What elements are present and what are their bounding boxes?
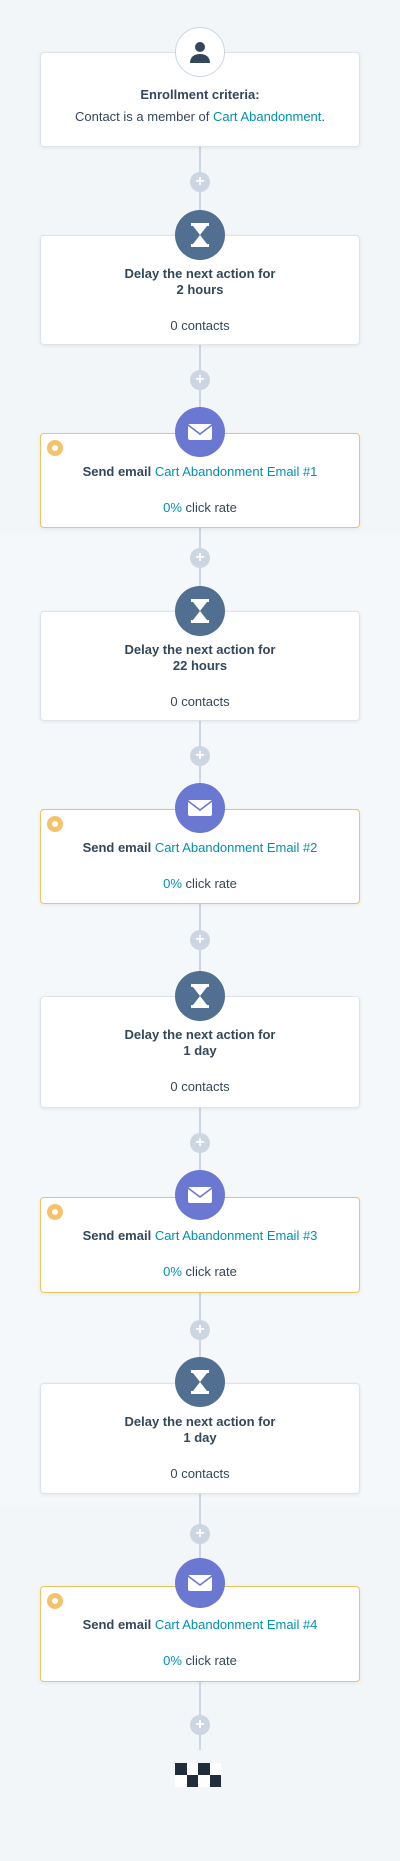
delay-title: Delay the next action for (124, 266, 276, 281)
person-icon (175, 27, 225, 77)
send-email-title: Send email Cart Abandonment Email #4 (41, 1587, 359, 1633)
email-click-rate: 0% click rate (41, 1653, 359, 1668)
hourglass-icon (175, 971, 225, 1021)
add-action-button[interactable]: + (190, 746, 210, 766)
add-action-button[interactable]: + (190, 930, 210, 950)
hourglass-icon (175, 1357, 225, 1407)
add-action-button[interactable]: + (190, 172, 210, 192)
click-rate-value: 0% (163, 500, 182, 515)
enrollment-title: Enrollment criteria: (140, 87, 260, 102)
add-action-button[interactable]: + (190, 370, 210, 390)
warning-dot-icon (47, 440, 63, 456)
delay-title: Delay the next action for (124, 1414, 276, 1429)
delay-duration: 22 hours (172, 658, 228, 673)
delay-contacts-count: 0 contacts (170, 1079, 230, 1094)
add-action-button[interactable]: + (190, 548, 210, 568)
delay-contacts-count: 0 contacts (170, 318, 230, 333)
delay-title: Delay the next action for (124, 642, 276, 657)
enrollment-prefix: Contact is a member of (74, 109, 213, 124)
hourglass-icon (175, 210, 225, 260)
add-action-button[interactable]: + (190, 1320, 210, 1340)
delay-step-card[interactable]: Delay the next action for 22 hours 0 con… (40, 611, 360, 721)
enrollment-suffix: . (321, 109, 326, 124)
warning-dot-icon (47, 1593, 63, 1609)
enrollment-list-link[interactable]: Cart Abandonment (212, 109, 322, 124)
add-action-button[interactable]: + (190, 1715, 210, 1735)
click-rate-value: 0% (163, 1653, 182, 1668)
send-email-step-card[interactable]: Send email Cart Abandonment Email #4 0% … (40, 1586, 360, 1682)
warning-dot-icon (47, 1204, 63, 1220)
checkered-flag-icon (175, 1763, 221, 1787)
add-action-button[interactable]: + (190, 1524, 210, 1544)
send-email-title: Send email Cart Abandonment Email #2 (41, 810, 359, 856)
delay-title: Delay the next action for (124, 1027, 276, 1042)
send-email-title: Send email Cart Abandonment Email #3 (41, 1198, 359, 1244)
click-rate-label: click rate (181, 500, 237, 515)
send-email-prefix: Send email (82, 840, 155, 855)
email-click-rate: 0% click rate (41, 500, 359, 515)
email-name-link[interactable]: Cart Abandonment Email #2 (154, 840, 318, 855)
envelope-icon (175, 783, 225, 833)
warning-dot-icon (47, 816, 63, 832)
workflow-connector-line (199, 60, 201, 1750)
delay-duration: 2 hours (176, 282, 224, 297)
click-rate-label: click rate (181, 876, 237, 891)
send-email-prefix: Send email (82, 464, 155, 479)
email-name-link[interactable]: Cart Abandonment Email #4 (154, 1617, 318, 1632)
delay-duration: 1 day (183, 1430, 217, 1445)
envelope-icon (175, 1558, 225, 1608)
hourglass-icon (175, 586, 225, 636)
delay-contacts-count: 0 contacts (170, 1466, 230, 1481)
click-rate-value: 0% (163, 1264, 182, 1279)
email-click-rate: 0% click rate (41, 876, 359, 891)
email-name-link[interactable]: Cart Abandonment Email #3 (154, 1228, 318, 1243)
email-name-link[interactable]: Cart Abandonment Email #1 (154, 464, 318, 479)
send-email-step-card[interactable]: Send email Cart Abandonment Email #3 0% … (40, 1197, 360, 1293)
click-rate-value: 0% (163, 876, 182, 891)
delay-duration: 1 day (183, 1043, 217, 1058)
enrollment-description: Contact is a member of Cart Abandonment. (41, 109, 359, 124)
click-rate-label: click rate (181, 1653, 237, 1668)
click-rate-label: click rate (181, 1264, 237, 1279)
envelope-icon (175, 407, 225, 457)
send-email-prefix: Send email (82, 1228, 155, 1243)
add-action-button[interactable]: + (190, 1133, 210, 1153)
email-click-rate: 0% click rate (41, 1264, 359, 1279)
send-email-prefix: Send email (82, 1617, 155, 1632)
delay-contacts-count: 0 contacts (170, 694, 230, 709)
send-email-title: Send email Cart Abandonment Email #1 (41, 434, 359, 480)
envelope-icon (175, 1170, 225, 1220)
